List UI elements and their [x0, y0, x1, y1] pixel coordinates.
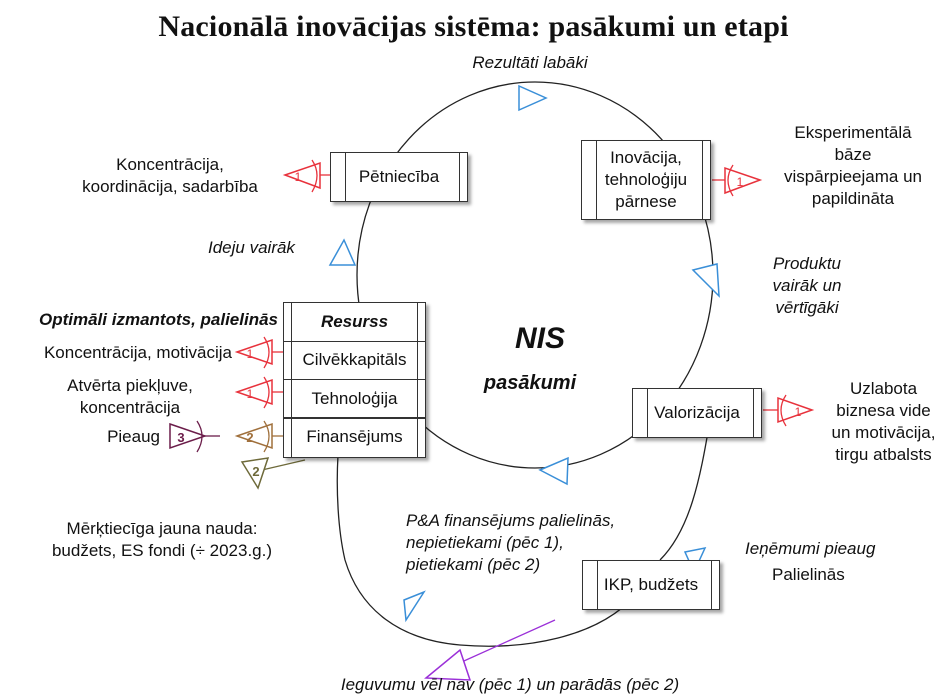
- flow-arrow-rd: [538, 456, 569, 486]
- resource-table: Resurss Cilvēkkapitāls Tehnoloģija Finan…: [283, 302, 426, 458]
- marker-number: 1: [295, 170, 302, 184]
- box-ikp: IKP, budžets: [582, 560, 720, 610]
- stage-marker-cilvekkapitals: [234, 336, 285, 369]
- center-nis: NIS: [514, 322, 565, 355]
- stage-marker-petnieciba: [282, 159, 330, 193]
- resource-table-header: Resurss: [284, 303, 425, 342]
- diagram-title: Nacionālā inovācijas sistēma: pasākumi u…: [158, 10, 789, 43]
- marker-number: 1: [795, 405, 802, 419]
- flow-arrow-top: [518, 84, 548, 112]
- flow-arrow-ideas: [328, 238, 357, 266]
- label-concentration: Koncentrācija, koordinācija, sadarbība: [82, 155, 258, 196]
- resource-row-cilvekkapitals: Cilvēkkapitāls: [284, 341, 425, 380]
- flow-arrow-bottom: [403, 590, 426, 623]
- label-optimal: Optimāli izmantots, palielinās: [39, 310, 278, 329]
- label-increases: Palielinās: [772, 565, 845, 584]
- box-ikp-label: IKP, budžets: [603, 575, 699, 594]
- label-ideas: Ideju vairāk: [208, 238, 295, 257]
- box-inovacija: Inovācija, tehnoloģiju pārnese: [581, 140, 711, 220]
- label-revenue: Ieņēmumi pieaug: [745, 539, 876, 558]
- label-bottom: Ieguvumu vēl nav (pēc 1) un parādās (pēc…: [340, 675, 680, 694]
- box-valorizacija: Valorizācija: [632, 388, 762, 438]
- label-motivation: Koncentrācija, motivācija: [43, 343, 232, 362]
- marker-number: 1: [247, 387, 254, 401]
- marker-number: 1: [247, 347, 254, 361]
- lower-loop-bottom: [336, 454, 641, 647]
- label-grows: Pieaug: [107, 427, 160, 446]
- marker-number: 2: [246, 430, 253, 445]
- box-valorizacija-label: Valorizācija: [654, 403, 740, 422]
- box-inovacija-label: Inovācija, tehnoloģiju pārnese: [604, 148, 688, 211]
- marker-number: 2: [252, 464, 259, 479]
- box-petnieciba-label: Pētniecība: [358, 167, 440, 186]
- resource-row-tehnologija: Tehnoloģija: [284, 379, 425, 419]
- purple-arrow-head: [424, 648, 472, 681]
- label-products: Produktu vairāk un vērtīgāki: [772, 254, 842, 317]
- label-experimental: Eksperimentālā bāze vispārpieejama un pa…: [784, 123, 922, 208]
- stage-marker-pieaug: [169, 420, 220, 453]
- stage-marker-finansejums: [234, 420, 285, 453]
- purple-arrow-line: [454, 619, 556, 666]
- center-pasakumi: pasākumi: [483, 372, 577, 394]
- stage-marker-valorizacija: [763, 394, 815, 427]
- box-petnieciba: Pētniecība: [330, 152, 468, 202]
- label-access: Atvērta piekļuve, koncentrācija: [67, 376, 193, 417]
- label-new-money: Mērķtiecīga jauna nauda: budžets, ES fon…: [51, 519, 273, 560]
- label-business: Uzlabota biznesa vide un motivācija, tir…: [831, 379, 936, 464]
- label-rd-funding: P&A finansējums palielinās, nepietiekami…: [406, 511, 616, 574]
- label-top: Rezultāti labāki: [472, 53, 588, 72]
- lower-loop-right: [659, 419, 711, 561]
- resource-row-finansejums: Finansējums: [284, 417, 425, 456]
- stage-marker-inovacija: [712, 164, 763, 197]
- stage-marker-tehnologija: [234, 376, 285, 409]
- marker-number: 3: [177, 430, 184, 445]
- stage-marker-new-money: [240, 457, 306, 490]
- marker-number: 1: [737, 175, 744, 189]
- flow-arrow-products: [691, 263, 720, 298]
